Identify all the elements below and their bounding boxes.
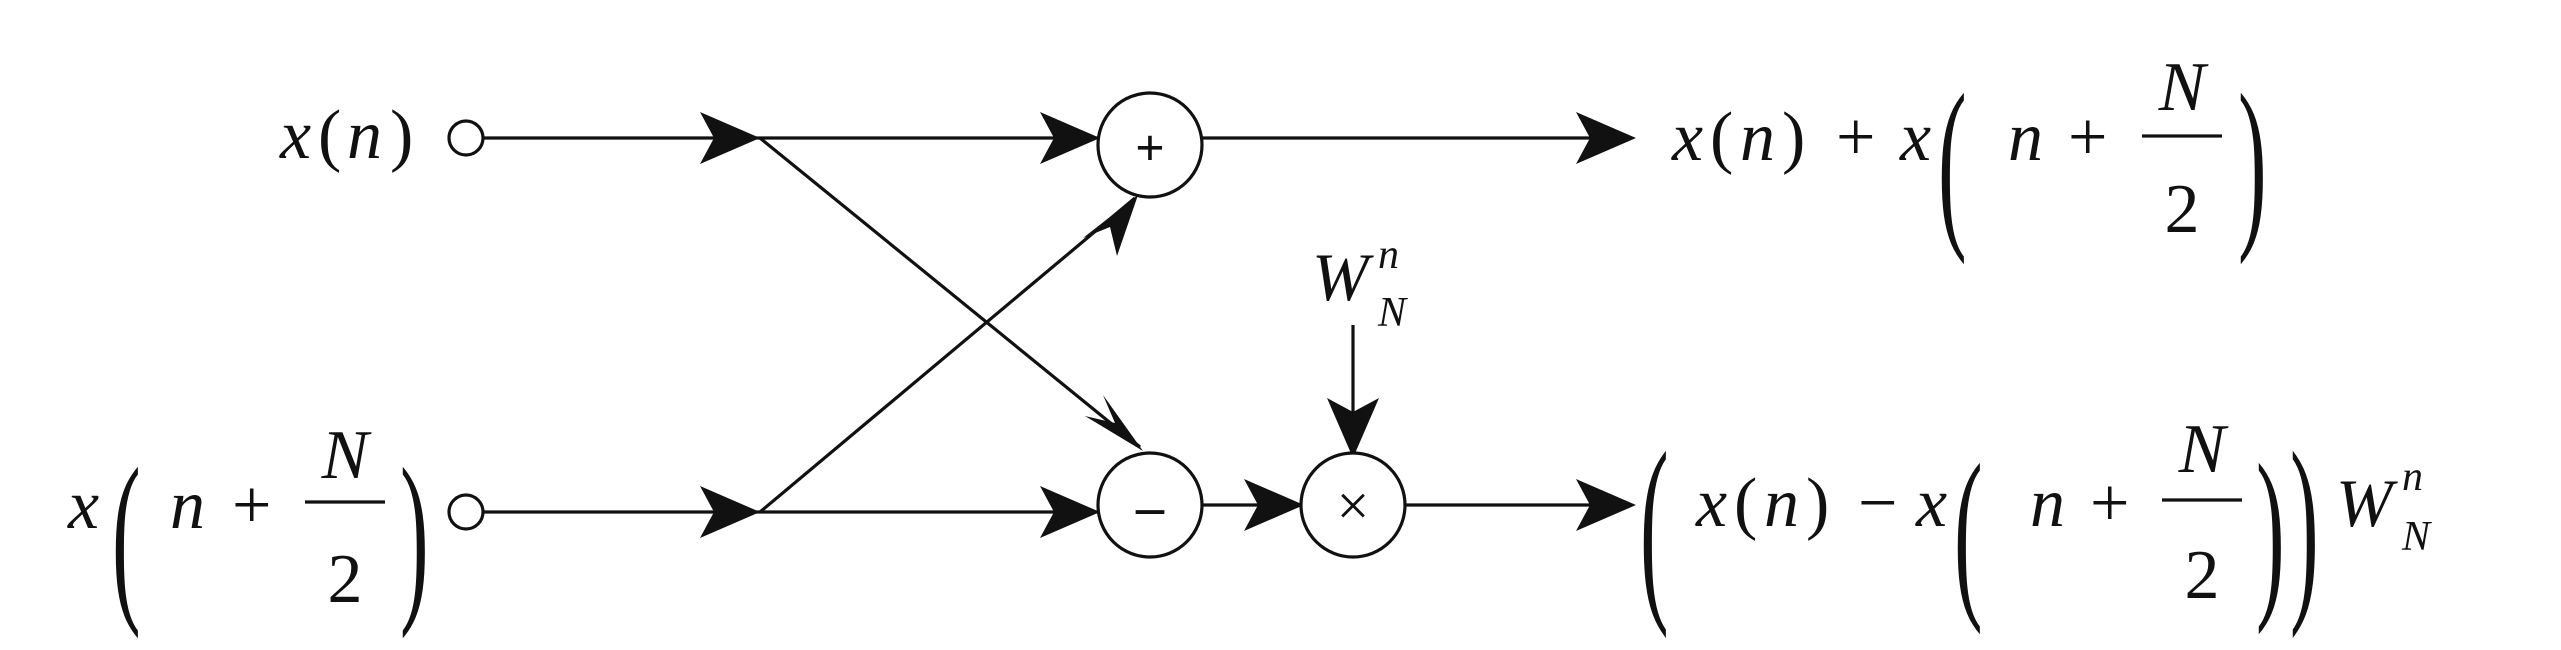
top-output-p1c: ) [1782,99,1805,176]
twiddle-arrow [1327,398,1379,458]
cross-wire-to-subtractor [758,136,1142,449]
adder-symbol: + [1135,120,1165,177]
cross-arrow-to-subtractor [1085,395,1143,451]
top-output-open-paren: ( [1938,55,1967,265]
adder-input-arrow [1040,112,1100,164]
bottom-input-fn: x [67,467,99,544]
bottom-input-label: x ( n + N 2 ) [67,417,429,639]
bottom-output-outer-close: ) [2290,411,2319,639]
top-input-label: x ( n ) [279,97,413,174]
top-output-arrow [1576,112,1636,164]
bottom-output-w-sub: N [2401,514,2432,560]
bottom-input-denominator: 2 [328,541,363,618]
bottom-output-w-sup: n [2402,454,2423,500]
subtractor-symbol: – [1135,476,1165,538]
top-input-open-paren: ( [318,97,341,174]
bottom-output-minus: − [1858,465,1897,542]
cross-arrow-to-adder [1083,195,1138,256]
bottom-output-p1c: ) [1806,465,1829,542]
top-input-close-paren: ) [390,97,413,174]
bottom-output-outer-open: ( [1640,411,1669,639]
top-mid-arrow [700,112,760,164]
top-output-numerator: N [2158,49,2209,126]
bottom-output-w-base: W [2336,465,2398,541]
arrows [700,112,1636,538]
multiplier-input-arrow [1244,479,1304,531]
subtractor-node: – [1096,451,1204,559]
bottom-mid-arrow [700,486,760,538]
bottom-output-label: ( x ( n ) − x ( n + N 2 ) ) W n N [1640,411,2432,640]
top-output-n1: n [1740,99,1775,176]
top-output-plus: + [1836,99,1875,176]
cross-wire-to-adder [758,196,1137,514]
bottom-output-arrow [1576,479,1636,531]
adder-node: + [1096,91,1204,199]
bottom-input-plus: + [232,467,271,544]
bottom-output-numerator: N [2178,411,2229,488]
bottom-input-var: n [170,467,205,544]
top-output-var: n [2008,99,2043,176]
top-output-x2: x [1899,99,1931,176]
bottom-input-open-paren: ( [112,429,141,639]
wires [484,136,1628,514]
bottom-output-plus: + [2090,465,2129,542]
twiddle-superscript: n [1378,232,1399,278]
top-output-plus2: + [2068,99,2107,176]
top-input-fn: x [279,97,311,174]
bottom-input-numerator: N [321,417,372,494]
twiddle-factor-label: W n N [1312,232,1408,336]
bottom-output-var: n [2030,465,2065,542]
bottom-output-p1: ( [1734,465,1757,542]
top-input-terminal [447,119,485,157]
twiddle-subscript: N [1377,290,1408,336]
subtractor-input-arrow [1040,486,1100,538]
multiplier-node: × [1299,451,1407,559]
bottom-output-inner-open: ( [1954,425,1983,635]
bottom-input-close-paren: ) [400,429,429,639]
top-output-x1: x [1671,99,1703,176]
top-output-label: x ( n ) + x ( n + N 2 ) [1671,49,2267,265]
top-output-close-paren: ) [2238,55,2267,265]
top-input-var: n [347,97,382,174]
bottom-input-terminal [447,493,485,531]
bottom-output-n1: n [1764,465,1799,542]
bottom-output-inner-close: ) [2256,425,2285,635]
top-output-p1: ( [1710,99,1733,176]
top-output-denominator: 2 [2165,171,2200,248]
bottom-output-x2: x [1915,465,1947,542]
bottom-output-denominator: 2 [2185,537,2220,614]
twiddle-base: W [1312,239,1374,315]
bottom-output-x1: x [1695,465,1727,542]
multiplier-symbol: × [1337,473,1370,538]
